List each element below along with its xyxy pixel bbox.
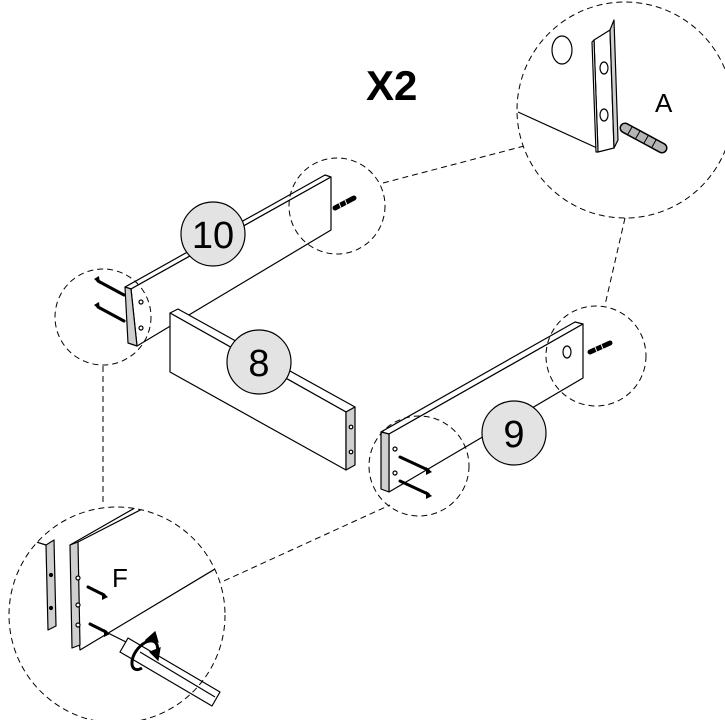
screw-f-icon bbox=[86, 585, 108, 634]
hardware-label-a: A bbox=[655, 88, 673, 118]
detail-circles bbox=[54, 157, 647, 517]
dowel-a-icon bbox=[619, 122, 668, 154]
screws-panel-10 bbox=[96, 279, 126, 323]
detail-screw-f: F bbox=[8, 506, 226, 720]
part-bubble-10: 10 bbox=[180, 201, 246, 267]
part-label-8: 8 bbox=[248, 343, 269, 385]
panel-9 bbox=[380, 321, 584, 493]
dowel-panel-9 bbox=[587, 340, 613, 355]
part-label-9: 9 bbox=[503, 414, 524, 456]
hardware-label-f: F bbox=[112, 563, 128, 593]
screws-panel-9 bbox=[398, 455, 430, 496]
rotation-arrow-icon bbox=[130, 630, 161, 672]
detail-dowel-a: A bbox=[516, 1, 725, 219]
dowel-panel-10 bbox=[332, 195, 357, 211]
quantity-label: X2 bbox=[366, 62, 417, 109]
part-label-10: 10 bbox=[192, 215, 234, 257]
part-bubble-9: 9 bbox=[481, 400, 547, 466]
part-bubble-8: 8 bbox=[226, 329, 292, 395]
leader-lines bbox=[102, 144, 626, 586]
